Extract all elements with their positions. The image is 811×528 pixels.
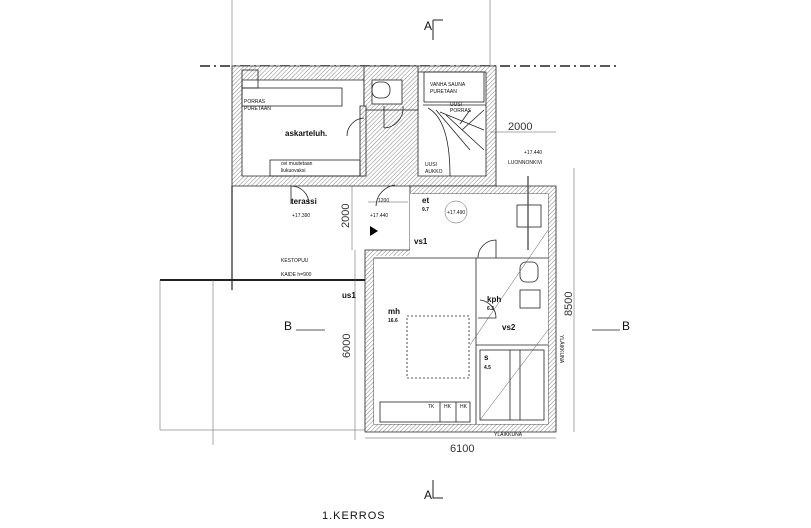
dimension-lines — [351, 131, 575, 440]
svg-text:+17.440: +17.440 — [524, 150, 542, 156]
plan-title: 1.KERROS — [322, 510, 386, 522]
svg-text:YLÄIKKUNA: YLÄIKKUNA — [558, 335, 565, 364]
room-label-s: s — [484, 353, 489, 362]
room-label-mh: mh — [388, 307, 400, 316]
svg-text:B: B — [284, 319, 292, 333]
svg-text:HK: HK — [460, 404, 468, 410]
dimension-terrace-depth: 2000 — [340, 204, 352, 228]
svg-text:A: A — [424, 19, 432, 33]
svg-text:PURETAAN: PURETAAN — [244, 106, 271, 112]
section-mark-a-bottom: A — [424, 480, 443, 502]
dimension-left-height: 6000 — [341, 334, 353, 358]
room-area-et: 9.7 — [422, 207, 429, 213]
svg-text:VANHA SAUNA: VANHA SAUNA — [430, 82, 466, 88]
terrace — [159, 279, 368, 445]
svg-text:PURETAAN: PURETAAN — [430, 89, 457, 95]
section-mark-b-right: B — [592, 319, 630, 333]
room-label-terassi: terassi — [291, 197, 317, 206]
svg-text:AUKKO: AUKKO — [425, 169, 443, 175]
entrance-arrow-icon — [370, 226, 378, 236]
svg-text:+17.490: +17.490 — [447, 210, 465, 216]
reference-lines — [200, 0, 620, 67]
level-markers: +17.390 +17.440 +17.490 +17.440 — [292, 150, 542, 219]
new-extension — [364, 176, 557, 433]
svg-text:LUONNONKIVI: LUONNONKIVI — [508, 160, 542, 166]
svg-text:A: A — [424, 488, 432, 502]
svg-text:KESTOPUU: KESTOPUU — [281, 258, 309, 264]
svg-text:1200: 1200 — [378, 198, 389, 204]
section-mark-b-left: B — [284, 319, 325, 333]
svg-text:ovi muutetaan: ovi muutetaan — [281, 161, 313, 167]
svg-text:B: B — [622, 319, 630, 333]
dimension-top-right: 2000 — [508, 121, 532, 133]
svg-text:vs1: vs1 — [414, 237, 428, 246]
svg-text:+17.440: +17.440 — [370, 213, 388, 219]
existing-building — [231, 65, 497, 290]
svg-text:TK: TK — [428, 404, 435, 410]
svg-text:KAIDE h=900: KAIDE h=900 — [281, 272, 312, 278]
svg-text:us1: us1 — [342, 291, 356, 300]
svg-text:UUSI: UUSI — [450, 102, 462, 108]
room-label-et: et — [422, 196, 429, 205]
svg-text:UUSI: UUSI — [425, 162, 437, 168]
dimension-right-height: 8500 — [563, 292, 575, 316]
annotations: PORRAS PURETAAN VANHA SAUNA PURETAAN UUS… — [244, 82, 565, 438]
svg-text:vs2: vs2 — [502, 323, 516, 332]
room-label-askarteluh: askarteluh. — [285, 129, 327, 138]
room-area-kph: 6.2 — [487, 306, 494, 312]
section-mark-a-top: A — [424, 19, 443, 40]
room-label-kph: kph — [487, 295, 501, 304]
svg-text:+17.390: +17.390 — [292, 213, 310, 219]
room-area-mh: 16.6 — [388, 318, 398, 324]
dimension-bottom-width: 6100 — [450, 443, 474, 455]
svg-text:liukuovaksi: liukuovaksi — [281, 168, 305, 174]
room-area-s: 4.5 — [484, 365, 491, 371]
svg-text:YLÄIKKUNA: YLÄIKKUNA — [494, 431, 523, 438]
svg-text:PORRAS: PORRAS — [450, 108, 472, 114]
svg-text:HK: HK — [444, 404, 452, 410]
svg-text:PORRAS: PORRAS — [244, 99, 266, 105]
